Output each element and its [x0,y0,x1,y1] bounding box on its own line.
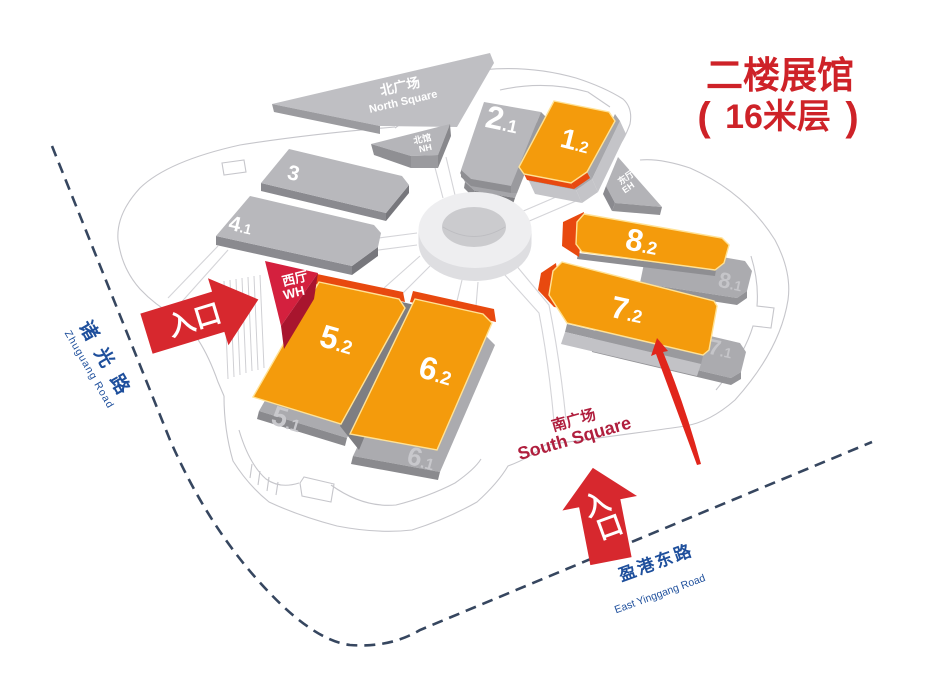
svg-text:二楼展馆: 二楼展馆 [706,55,854,96]
svg-text:NH: NH [418,142,433,154]
svg-text:16米层: 16米层 [725,98,831,136]
svg-text:3: 3 [285,161,302,186]
svg-text:北馆: 北馆 [412,131,432,146]
svg-text:): ) [845,95,858,139]
svg-text:WH: WH [282,283,307,303]
svg-text:西厅: 西厅 [280,268,309,289]
svg-text:8.1: 8.1 [716,267,745,296]
svg-text:4.1: 4.1 [226,212,254,240]
svg-text:(: ( [697,95,711,139]
